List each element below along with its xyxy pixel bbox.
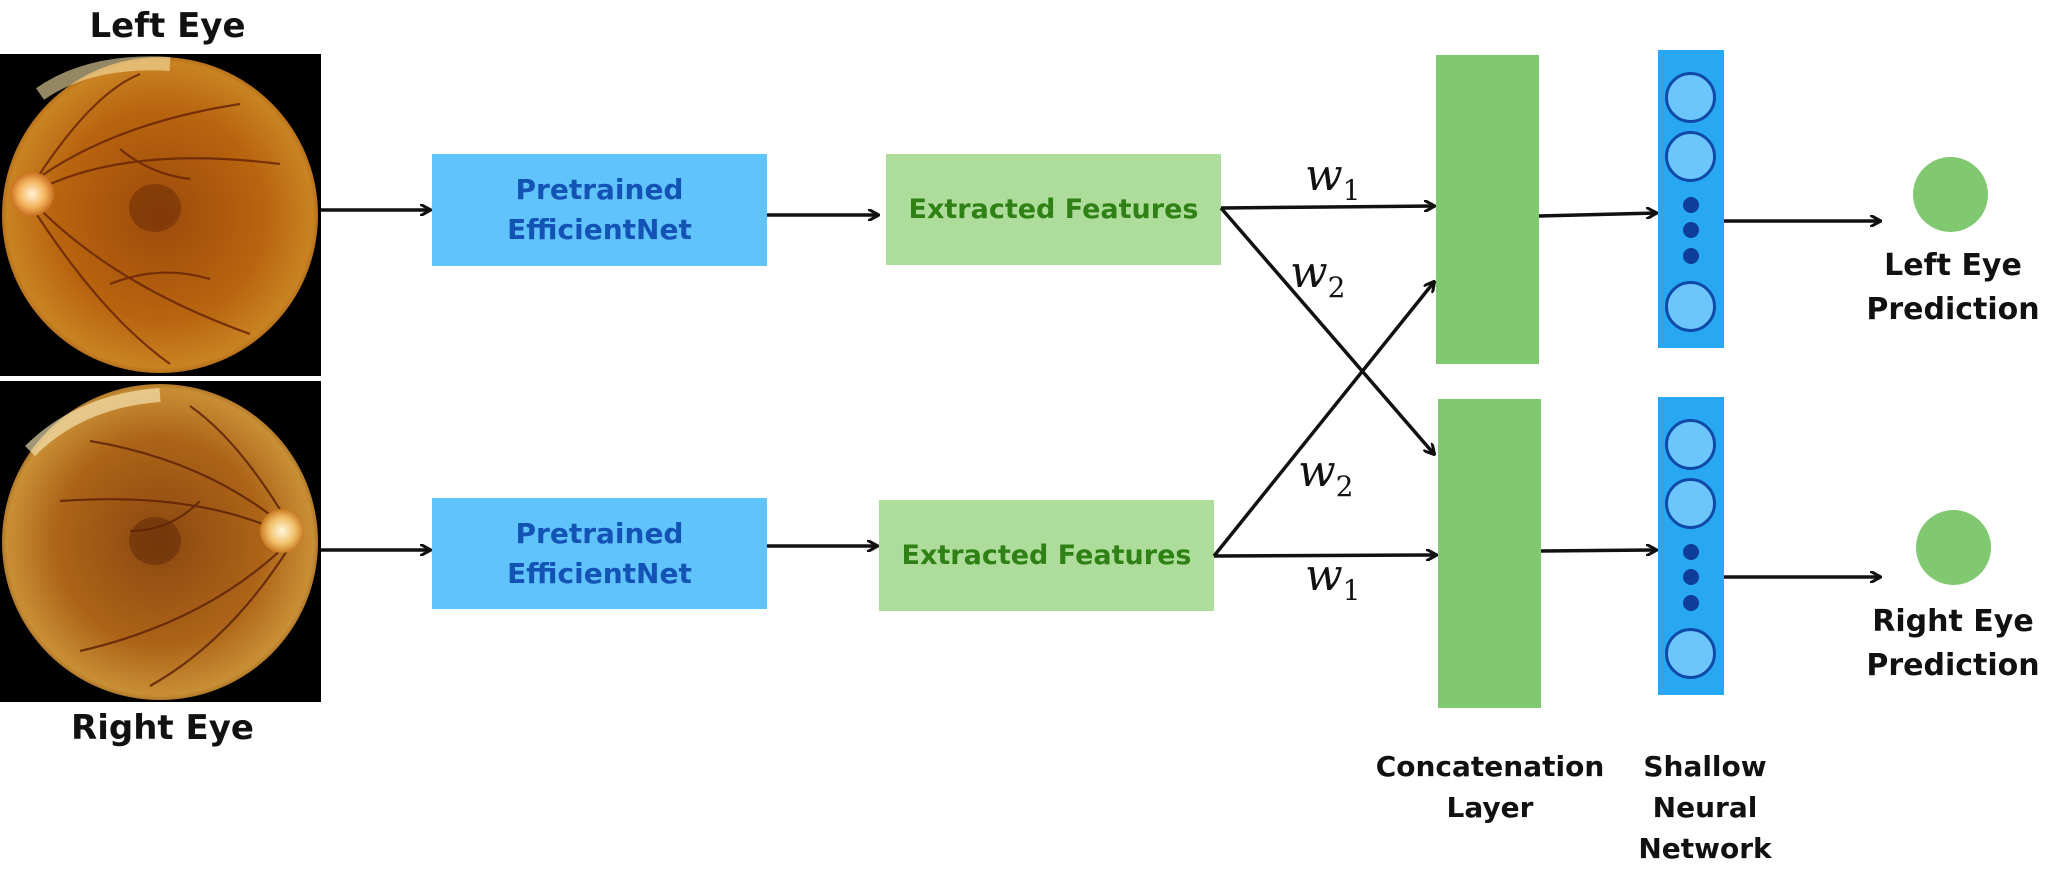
neuron [1665, 131, 1716, 182]
weight-symbol: w [1305, 550, 1343, 601]
right-prediction-line1: Right Eye [1872, 604, 2034, 639]
arrow-left-features-to-right-concat [1219, 206, 1434, 454]
right-extracted-features-block: Extracted Features [879, 500, 1214, 611]
left-eye-fundus-image [0, 54, 321, 376]
neuron [1665, 628, 1716, 679]
weight-w1-right: w1 [1305, 550, 1361, 607]
ellipsis-dot [1683, 222, 1699, 238]
neuron [1665, 281, 1716, 332]
ellipsis-dot [1683, 197, 1699, 213]
right-eye-title: Right Eye [71, 708, 254, 748]
right-prediction-line2: Prediction [1866, 648, 2040, 683]
left-efficientnet-line2: EfficientNet [507, 213, 692, 246]
right-pretrained-efficientnet-block: Pretrained EfficientNet [432, 498, 767, 609]
connection-arrows [321, 0, 2051, 835]
ellipsis-dot [1683, 544, 1699, 560]
right-eye-prediction-node [1916, 510, 1991, 585]
left-pretrained-efficientnet-block: Pretrained EfficientNet [432, 154, 767, 266]
weight-symbol: w [1305, 150, 1343, 201]
right-efficientnet-line2: EfficientNet [507, 556, 692, 590]
weight-subscript: 2 [1327, 270, 1346, 304]
left-prediction-line2: Prediction [1866, 292, 2040, 327]
left-eye-title: Left Eye [89, 6, 246, 46]
left-concatenation-layer [1436, 55, 1539, 364]
weight-w2-right: w2 [1298, 446, 1354, 503]
ellipsis-dot [1683, 595, 1699, 611]
arrow-left-features-to-left-concat [1220, 206, 1434, 208]
left-prediction-line1: Left Eye [1884, 248, 2022, 283]
weight-symbol: w [1290, 247, 1328, 298]
right-eye-fundus-image [0, 381, 321, 702]
left-eye-prediction-label: Left Eye Prediction [1855, 244, 2051, 332]
arrow-left-concat-to-nn [1538, 213, 1656, 216]
left-extracted-features-block: Extracted Features [886, 154, 1221, 265]
weight-subscript: 2 [1335, 469, 1354, 503]
weight-symbol: w [1298, 446, 1336, 497]
right-concatenation-layer [1438, 399, 1541, 708]
weight-subscript: 1 [1342, 573, 1361, 607]
neuron [1665, 419, 1716, 470]
concat-label-line2: Layer [1446, 791, 1534, 824]
right-eye-prediction-label: Right Eye Prediction [1855, 600, 2051, 688]
weight-subscript: 1 [1342, 173, 1361, 207]
concatenation-layer-label: Concatenation Layer [1370, 746, 1610, 828]
weight-w1-left: w1 [1305, 150, 1361, 207]
weight-w2-left: w2 [1290, 247, 1346, 304]
left-shallow-neural-network [1658, 50, 1724, 348]
arrow-right-concat-to-nn [1540, 550, 1656, 551]
neuron [1665, 72, 1716, 123]
right-efficientnet-line1: Pretrained [515, 516, 684, 550]
arrow-right-features-to-left-concat [1212, 282, 1434, 558]
left-efficientnet-line1: Pretrained [515, 173, 684, 206]
arrow-right-features-to-right-concat [1213, 555, 1436, 556]
right-shallow-neural-network [1658, 397, 1724, 695]
neuron [1665, 478, 1716, 529]
concat-label-line1: Concatenation [1375, 750, 1605, 783]
shallow-label-line1: Shallow [1643, 750, 1767, 783]
ellipsis-dot [1683, 569, 1699, 585]
left-eye-prediction-node [1913, 157, 1988, 232]
ellipsis-dot [1683, 248, 1699, 264]
